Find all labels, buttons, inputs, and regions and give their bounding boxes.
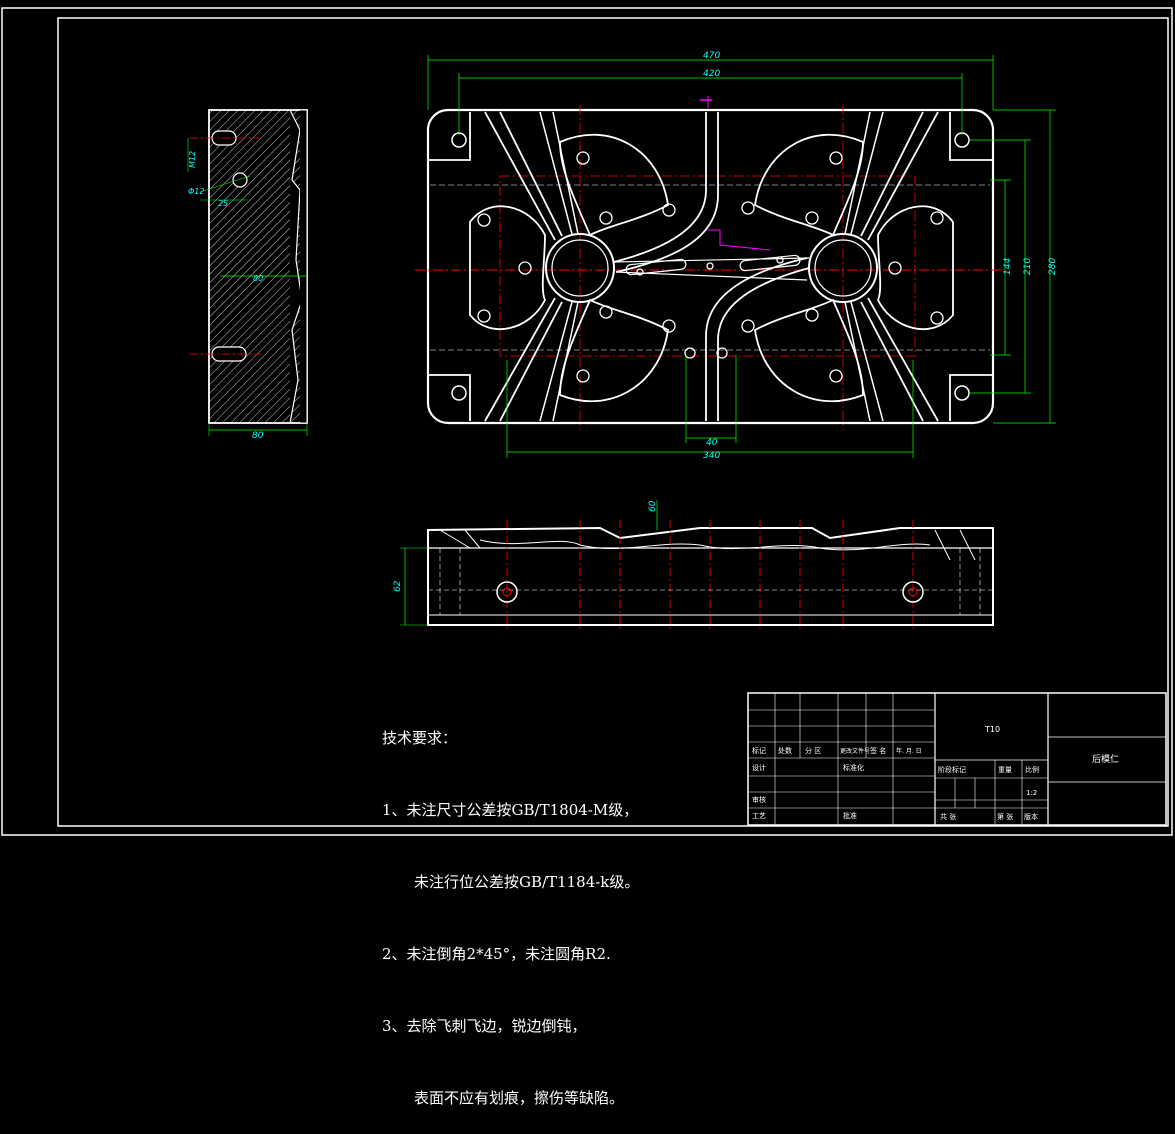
plan-dimensions xyxy=(427,55,1056,458)
dim-side-height: 60 xyxy=(648,500,658,512)
tb-design: 设计 xyxy=(752,763,766,772)
dim-left-thread: M12 xyxy=(188,151,197,168)
tb-sheet-total: 共 张 xyxy=(940,812,956,821)
tb-sheet-no: 第 张 xyxy=(997,812,1013,821)
dim-bottom-holes: 340 xyxy=(703,451,720,461)
tb-stage-mark: 阶段标记 xyxy=(938,765,966,774)
dim-bottom-small: 40 xyxy=(706,438,718,448)
tb-part-name: 后模仁 xyxy=(1092,753,1119,765)
tb-approve: 批准 xyxy=(843,811,857,820)
tb-standard: 标准化 xyxy=(843,763,864,772)
dim-left-bore: Φ12 xyxy=(188,187,204,196)
notes-line-3: 3、去除飞刺飞边，锐边倒钝， xyxy=(382,1017,587,1035)
tb-col-zone: 分 区 xyxy=(805,746,821,755)
left-section-view: 80 80 Φ12 25 M12 xyxy=(187,109,308,441)
tb-col-mark: 标记 xyxy=(752,746,766,755)
notes-heading: 技术要求： xyxy=(382,729,458,747)
dim-top-overall: 470 xyxy=(703,51,720,61)
plan-view xyxy=(415,96,1005,430)
tb-col-date: 年. 月. 日 xyxy=(896,747,922,755)
cad-drawing: 80 80 Φ12 25 M12 xyxy=(1,7,1173,836)
tb-col-count: 处数 xyxy=(778,746,792,755)
dim-left-mid: 80 xyxy=(253,274,263,283)
inner-frame xyxy=(57,17,1169,827)
notes-line-1b: 未注行位公差按GB/T1184-k级。 xyxy=(414,873,640,891)
tb-version: 版本 xyxy=(1024,812,1038,821)
tb-material: T10 xyxy=(984,725,1000,734)
tb-process: 工艺 xyxy=(752,812,766,820)
title-block xyxy=(747,692,1167,826)
dim-right-overall: 280 xyxy=(1048,258,1058,275)
tb-review: 审核 xyxy=(752,795,766,804)
dim-side-thick: 62 xyxy=(393,580,403,592)
dim-right-small: 144 xyxy=(1003,258,1013,275)
technical-requirements: 技术要求： 1、未注尺寸公差按GB/T1804-M级， 未注行位公差按GB/T1… xyxy=(382,678,639,1134)
dim-left-depth: 25 xyxy=(218,199,228,208)
notes-line-1: 1、未注尺寸公差按GB/T1804-M级， xyxy=(382,801,639,819)
notes-line-3b: 表面不应有划痕，擦伤等缺陷。 xyxy=(414,1089,625,1107)
tb-scale: 1:2 xyxy=(1026,789,1037,797)
dim-right-mid: 210 xyxy=(1023,258,1033,275)
dim-left-width: 80 xyxy=(252,431,264,441)
tb-weight: 重量 xyxy=(998,766,1012,774)
notes-line-2: 2、未注倒角2*45°，未注圆角R2. xyxy=(382,945,611,963)
outer-frame xyxy=(1,7,1173,836)
side-view xyxy=(400,500,994,630)
tb-col-docno: 更改文件号 xyxy=(840,747,870,755)
tb-col-sign: 签 名 xyxy=(870,746,886,755)
tb-ratio: 比例 xyxy=(1025,765,1039,774)
title-block-text: 标记 处数 分 区 更改文件号 签 名 年. 月. 日 设计 标准化 审核 工艺… xyxy=(752,725,1119,821)
dim-top-holes: 420 xyxy=(703,69,720,79)
